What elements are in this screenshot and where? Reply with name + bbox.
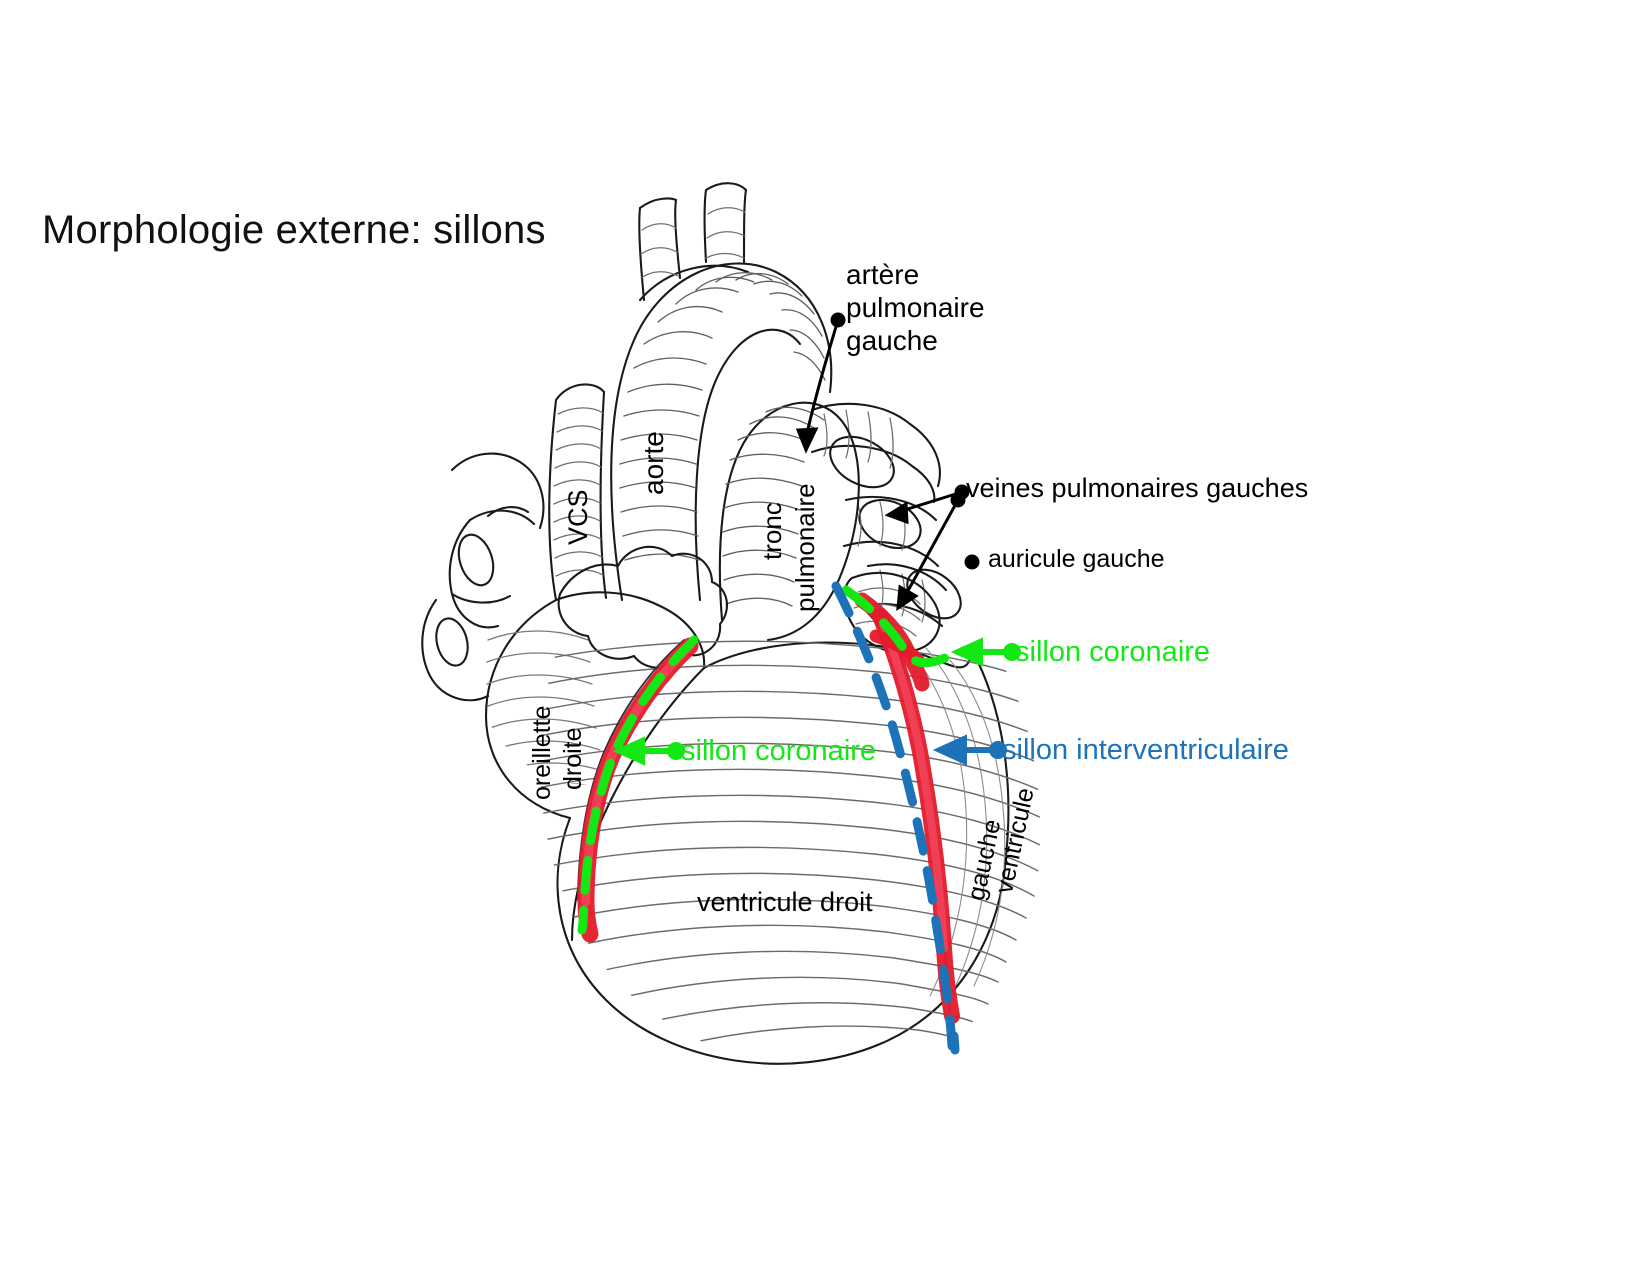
label-veines-pulmonaires-gauches: veines pulmonaires gauches [966,473,1309,503]
label-pulmonaire: pulmonaire [790,483,820,612]
label-ventricule-droit: ventricule droit [697,887,873,917]
label-aorte: aorte [638,431,669,495]
interventricular-sulcus-marking [831,581,960,1055]
label-sillon-coronaire-lower: sillon coronaire [681,735,877,767]
label-auricule-gauche: auricule gauche [988,545,1165,573]
green-callout-arrows [612,637,1021,766]
label-droite: droite [559,727,587,790]
label-oreillette: oreillette [528,705,556,801]
label-vcs: VCS [563,489,593,545]
leader-lines [795,312,980,611]
label-sillon-interventriculaire: sillon interventriculaire [1002,734,1289,766]
label-sillon-coronaire-upper: sillon coronaire [1015,636,1211,668]
page-title: Morphologie externe: sillons [42,208,546,252]
coronary-sulcus-marking [577,585,971,935]
label-artere-pulmonaire-gauche: artère pulmonaire gauche [846,259,985,357]
label-tronc: tronc [757,502,787,560]
blue-callout-arrow [932,734,1007,766]
